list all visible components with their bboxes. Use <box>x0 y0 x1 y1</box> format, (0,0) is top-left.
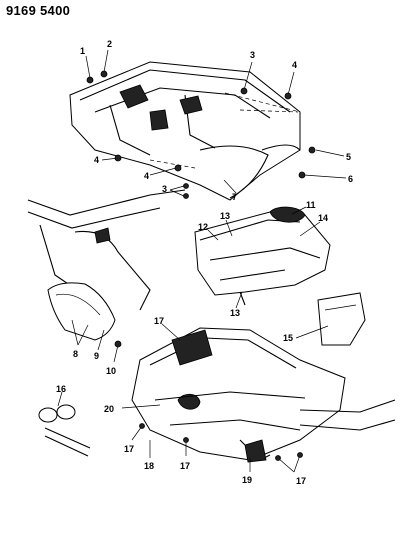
callout-4b: 4 <box>94 155 99 165</box>
callout-17d: 17 <box>296 476 306 486</box>
callout-7: 7 <box>232 192 237 202</box>
callout-labels: 1 2 3 4 4 4 3 5 6 7 8 9 10 11 12 13 14 <box>56 39 353 486</box>
callout-3: 3 <box>250 50 255 60</box>
drawing-code: 9169 5400 <box>6 3 71 18</box>
callout-4c: 4 <box>144 171 149 181</box>
callout-17c: 17 <box>180 461 190 471</box>
callout-20: 20 <box>104 404 114 414</box>
callout-14: 14 <box>318 213 328 223</box>
underbody-cradle <box>131 327 396 463</box>
callout-6: 6 <box>348 174 353 184</box>
callout-10: 10 <box>106 366 116 376</box>
callout-17b: 17 <box>124 444 134 454</box>
callout-9: 9 <box>94 351 99 361</box>
callout-8: 8 <box>73 349 78 359</box>
callout-1: 1 <box>80 46 85 56</box>
callout-5: 5 <box>346 152 351 162</box>
callout-15: 15 <box>283 333 293 343</box>
callout-16: 16 <box>56 384 66 394</box>
fender-shield-assembly <box>27 189 186 341</box>
front-body-structure <box>69 61 301 201</box>
bracket-part-15 <box>317 292 366 346</box>
callout-13b: 13 <box>230 308 240 318</box>
engine-mount-part-16 <box>38 404 91 457</box>
callout-2: 2 <box>107 39 112 49</box>
callout-12: 12 <box>198 222 208 232</box>
callout-13: 13 <box>220 211 230 221</box>
callout-4: 4 <box>292 60 297 70</box>
callout-17: 17 <box>154 316 164 326</box>
callout-19: 19 <box>242 475 252 485</box>
fastener-icons <box>86 70 316 461</box>
apron-rail-assembly <box>194 206 331 306</box>
callout-3b: 3 <box>162 184 167 194</box>
callout-11: 11 <box>306 200 316 210</box>
callout-18: 18 <box>144 461 154 471</box>
